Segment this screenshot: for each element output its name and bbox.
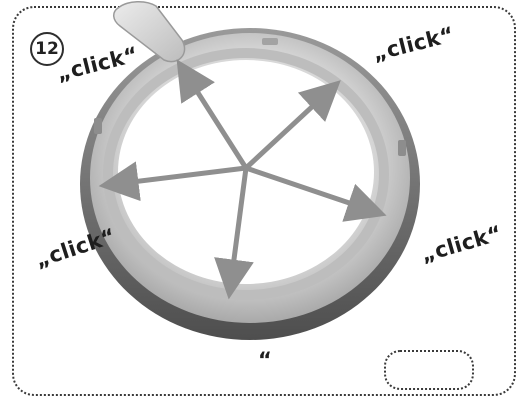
ring-notch (94, 118, 102, 134)
ring-notch (262, 38, 278, 45)
ring-notch (398, 140, 406, 156)
next-step-label-fragment: “ (258, 348, 272, 372)
instruction-step-panel: 12 „click“ „click“ „click“ „click“ “ (0, 0, 528, 367)
next-step-badge-outline (384, 350, 474, 390)
